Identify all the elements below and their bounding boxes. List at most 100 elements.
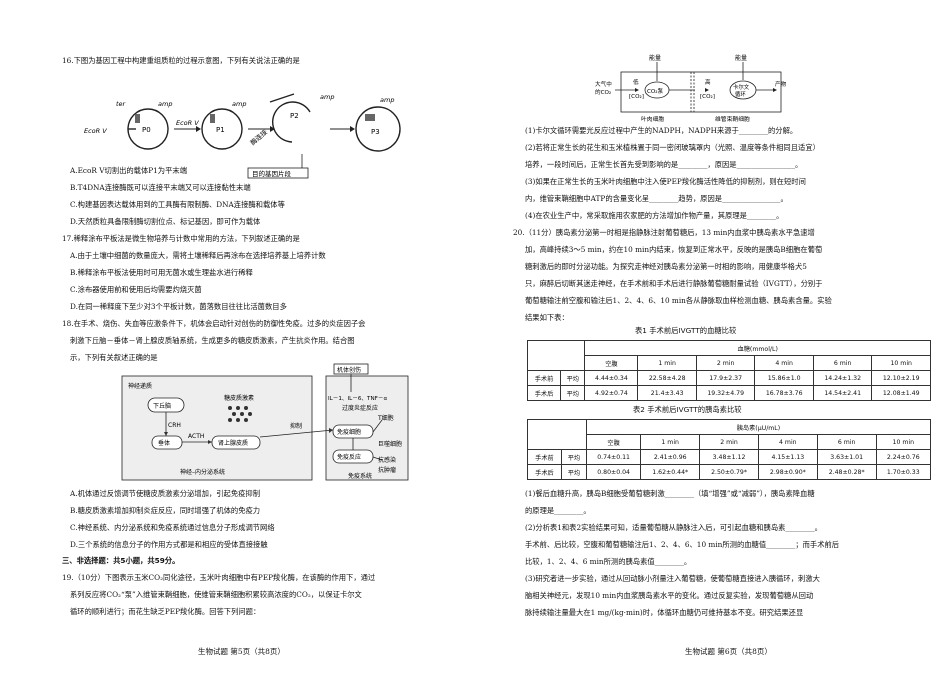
table2-col-header: 空腹 [585,434,642,450]
table2-col-header: 10 min [875,434,932,450]
svg-text:肾上腺皮质: 肾上腺皮质 [218,439,248,447]
svg-text:循环: 循环 [735,90,746,98]
q18-stem-line2: 刺激下丘脑－垂体－肾上腺皮质轴系统，生成更多的糖皮质激素，产生抗炎作用。结合图 [70,336,355,345]
svg-text:神经递质: 神经递质 [128,382,152,390]
q16-option-d: D.天然质粒具备限制酶切割位点、标记基因，即可作为载体 [70,217,261,226]
svg-text:卡尔文: 卡尔文 [733,83,750,91]
q18-option-d: D.三个系统的信息分子的作用方式都是和相应的受体直接接触 [70,540,268,549]
svg-text:叶肉细胞: 叶肉细胞 [641,115,664,123]
table2-cell: 2.50±0.79* [699,464,759,480]
svg-text:IL－1、IL－6、TNF－α: IL－1、IL－6、TNF－α [328,396,387,402]
svg-text:amp: amp [380,96,394,104]
q19-part2-line1: (2)若将正常生长的花生和玉米植株置于同一密闭玻璃罩内（光照、温度等条件相同且适… [525,143,820,152]
table1-cell: 4.44±0.34 [584,370,639,386]
svg-text:的CO₂: 的CO₂ [595,88,611,96]
q17-option-d: D.在同一稀释度下至少对3个平板计数，菌落数目往往比活菌数目多 [70,302,287,311]
table2-col-header: 6 min [816,434,877,450]
svg-text:amp: amp [158,100,172,108]
q20-part2-line1: (2)分析表1和表2实验结果可知，适量葡萄糖从静脉注入后，可引起血糖和胰岛素__… [525,523,822,532]
svg-text:amp: amp [232,100,246,108]
q20-part1-line2: 的原理是________。 [525,506,591,515]
table1-group-header: 血糖(mmol/L) [584,340,931,356]
svg-text:抗感染: 抗感染 [378,456,396,464]
co2-assimilation-figure: 能量 能量 大气中 的CO₂ 低 [CO₂] CO₂泵 高 [CO₂] 卡尔文 … [595,54,787,123]
svg-text:糖皮质激素: 糖皮质激素 [224,394,254,402]
table1-cell: 16.78±3.76 [754,385,814,401]
table2-col-header: 2 min [699,434,759,450]
svg-text:神经–内分泌系统: 神经–内分泌系统 [180,468,225,476]
plasmid-construction-figure: ter amp amp amp amp EcoR Ⅴ EcoR Ⅴ P0 P1 … [84,93,401,179]
svg-text:大气中: 大气中 [595,80,612,88]
q19-part4: (4)在农业生产中，常采取施用农家肥的方法增加作物产量，其原理是________… [525,211,784,220]
q20-stem-line1: 20.（11分）胰岛素分泌第一时相是指静脉注射葡萄糖后，13 min内血浆中胰岛… [513,228,815,237]
q19-stem-line2: 系列反应将CO₂“泵”入维管束鞘细胞，使维管束鞘细胞积累较高浓度的CO₂，以保证… [70,590,362,599]
q16-option-c: C.构建基因表达载体用到的工具酶有限制酶、DNA连接酶和载体等 [70,200,285,209]
table1-cell: 12.08±1.49 [871,385,931,401]
neuro-endocrine-immune-figure: 神经递质 下丘脑 CRH 垂体 ACTH 肾上腺皮质 糖皮质激素 神经–内分泌系… [121,363,409,481]
svg-text:CRH: CRH [168,422,181,429]
table1-cell: 14.24±1.32 [812,370,873,386]
plasmid-p2 [272,101,311,143]
table-1-blood-glucose: 血糖(mmol/L) 空腹 1 min 2 min 4 min 6 min 10… [526,340,931,401]
table2-cell: 1.62±0.44* [640,464,701,480]
q18-option-a: A.机体通过反馈调节使糖皮质激素分泌增加，引起免疫抑制 [70,489,261,498]
fragment-box [247,167,309,179]
q16-stem: 16.下图为基因工程中构建重组质粒的过程示意图，下列有关说法正确的是 [62,56,300,65]
table2-cell: 0.74±0.11 [585,449,642,465]
table2-cell: 2.48±0.28* [816,464,877,480]
table2-cell: 2.41±0.96 [640,449,701,465]
svg-text:免疫细胞: 免疫细胞 [337,428,361,436]
table1-col-header: 空腹 [584,355,639,371]
svg-text:产物: 产物 [775,80,787,88]
svg-text:EcoR Ⅴ: EcoR Ⅴ [84,127,107,135]
q17-option-c: C.涂布器使用前和使用后均需要灼烧灭菌 [70,285,202,294]
table-row: 手术前 平均 4.44±0.34 22.58±4.28 17.9±2.37 15… [526,370,931,386]
table2-cell: 1.70±0.33 [875,464,932,480]
table1-cell: 4.92±0.74 [584,385,639,401]
table1-cell: 21.4±3.43 [637,385,697,401]
table1-col-header: 10 min [871,355,931,371]
q20-stem-line2: 加，高峰持续3～5 min，约在10 min内结束，恢复到正常水平，反映的是胰岛… [525,245,823,254]
p1-label: P1 [216,126,225,134]
svg-text:CO₂泵: CO₂泵 [647,88,664,95]
table2-cell: 3.48±1.12 [699,449,759,465]
svg-text:[CO₂]: [CO₂] [629,94,644,100]
table1-cell: 17.9±2.37 [695,370,756,386]
svg-text:下丘脑: 下丘脑 [153,402,171,410]
table1-cell: 22.58±4.28 [637,370,697,386]
q17-stem: 17.稀释涂布平板法是微生物培养与计数中常用的方法，下列叙述正确的是 [62,234,300,243]
q19-part3-line2: 内，维管束鞘细胞中ATP的含量变化呈________趋势，原因是________… [525,194,788,203]
q20-part2-line3: 比较，1、2、4、6 min所测的胰岛素值________。 [525,557,692,566]
table1-cell: 15.86±1.0 [754,370,814,386]
ter-label: ter [116,100,127,108]
q18-stem-line3: 示，下列有关叙述正确的是 [70,353,158,362]
q19-part2-line2: 培养，一段时间后，正常生长首先受到影响的是________，原因是_______… [525,160,803,169]
svg-text:[CO₂]: [CO₂] [700,94,715,100]
q19-part1: (1)卡尔文循环需要光反应过程中产生的NADPH，NADPH来源于_______… [525,126,798,135]
q20-part1-line1: (1)餐后血糖升高，胰岛B细胞受葡萄糖刺激________（填“增强”或“减弱”… [525,489,815,498]
q20-part3-line2: 脑相关神经元，发现10 min内血浆胰岛素水平的变化。通过反复实验，发现葡萄糖从… [525,591,814,600]
table-2-insulin: 胰岛素(μU/mL) 空腹 1 min 2 min 4 min 6 min 10… [527,419,932,480]
q20-part3-line3: 脉持续输注量最大在1 mg/(kg·min)时，体循环血糖仍可维持基本不变。研究… [525,608,804,617]
p3-label: P3 [371,128,380,136]
q17-option-b: B.稀释涂布平板法使用时可用无菌水或生理盐水进行稀释 [70,268,253,277]
table1-cell: 12.10±2.19 [871,370,931,386]
svg-text:机体创伤: 机体创伤 [337,366,361,374]
svg-text:amp: amp [320,93,334,101]
table1-col-header: 6 min [812,355,873,371]
plasmid-p3 [355,106,401,152]
svg-text:巨噬细胞: 巨噬细胞 [378,440,402,448]
q16-option-b: B.T4DNA连接酶既可以连接平末端又可以连接黏性末端 [70,183,251,192]
svg-text:抑制: 抑制 [290,422,302,430]
page-6: 能量 能量 大气中 的CO₂ 低 [CO₂] CO₂泵 高 [CO₂] 卡尔文 … [475,0,950,673]
svg-text:高: 高 [705,78,711,86]
table-row: 手术后 平均 0.80±0.04 1.62±0.44* 2.50±0.79* 2… [527,464,932,480]
q18-option-b: B.糖皮质激素增加抑制炎症反应，同时增强了机体的免疫力 [70,506,261,515]
enzyme-label: 酶连接 [248,127,269,147]
q20-part2-line2: 手术前、后比较，空腹和葡萄糖输注后1、2、4、6、10 min所测的血糖值___… [525,540,840,549]
page-footer-left: 生物试题 第5页（共8页） [198,647,285,656]
table2-cell: 2.24±0.76 [875,449,932,465]
table1-caption: 表1 手术前后IVGTT的血糖比较 [635,326,737,335]
q19-stem-line1: 19.（10分）下图表示玉米CO₂同化途径，玉米叶肉细胞中有PEP羧化酶，在该酶… [62,573,376,582]
table2-col-header: 4 min [757,434,818,450]
